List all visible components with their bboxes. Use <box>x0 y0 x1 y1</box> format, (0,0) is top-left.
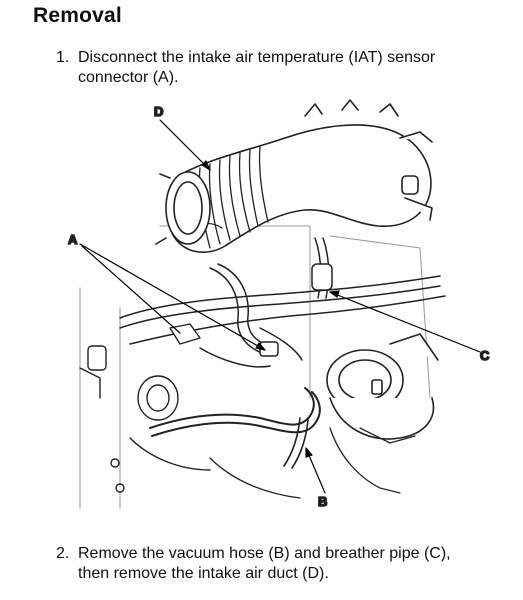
throttle-body <box>326 333 439 440</box>
step-number: 2. <box>56 545 70 562</box>
callout-c: C <box>480 348 490 363</box>
step-1: 1. Disconnect the intake air temperature… <box>56 48 516 92</box>
section-title: Removal <box>33 4 122 27</box>
step-text-line-2: connector (A). <box>78 69 179 86</box>
callout-a: A <box>68 232 78 247</box>
duct-flange <box>155 171 211 245</box>
callout-b: B <box>318 494 327 509</box>
step-2: 2. Remove the vacuum hose (B) and breath… <box>56 544 516 588</box>
lower-block <box>209 427 416 499</box>
step-number: 1. <box>56 49 70 66</box>
step-text-line-1: Disconnect the intake air temperature (I… <box>78 49 436 66</box>
leader-lines <box>79 119 481 494</box>
engine-bay-illustration: D A C B <box>60 98 500 523</box>
step-text-line-2: then remove the intake air duct (D). <box>78 565 329 582</box>
intake-air-duct <box>169 99 433 254</box>
hoses-and-wiring <box>119 237 446 368</box>
step-text-line-1: Remove the vacuum hose (B) and breather … <box>78 545 451 562</box>
engine-block-left <box>79 323 211 493</box>
callout-d: D <box>154 104 163 119</box>
vacuum-hose <box>149 387 321 469</box>
